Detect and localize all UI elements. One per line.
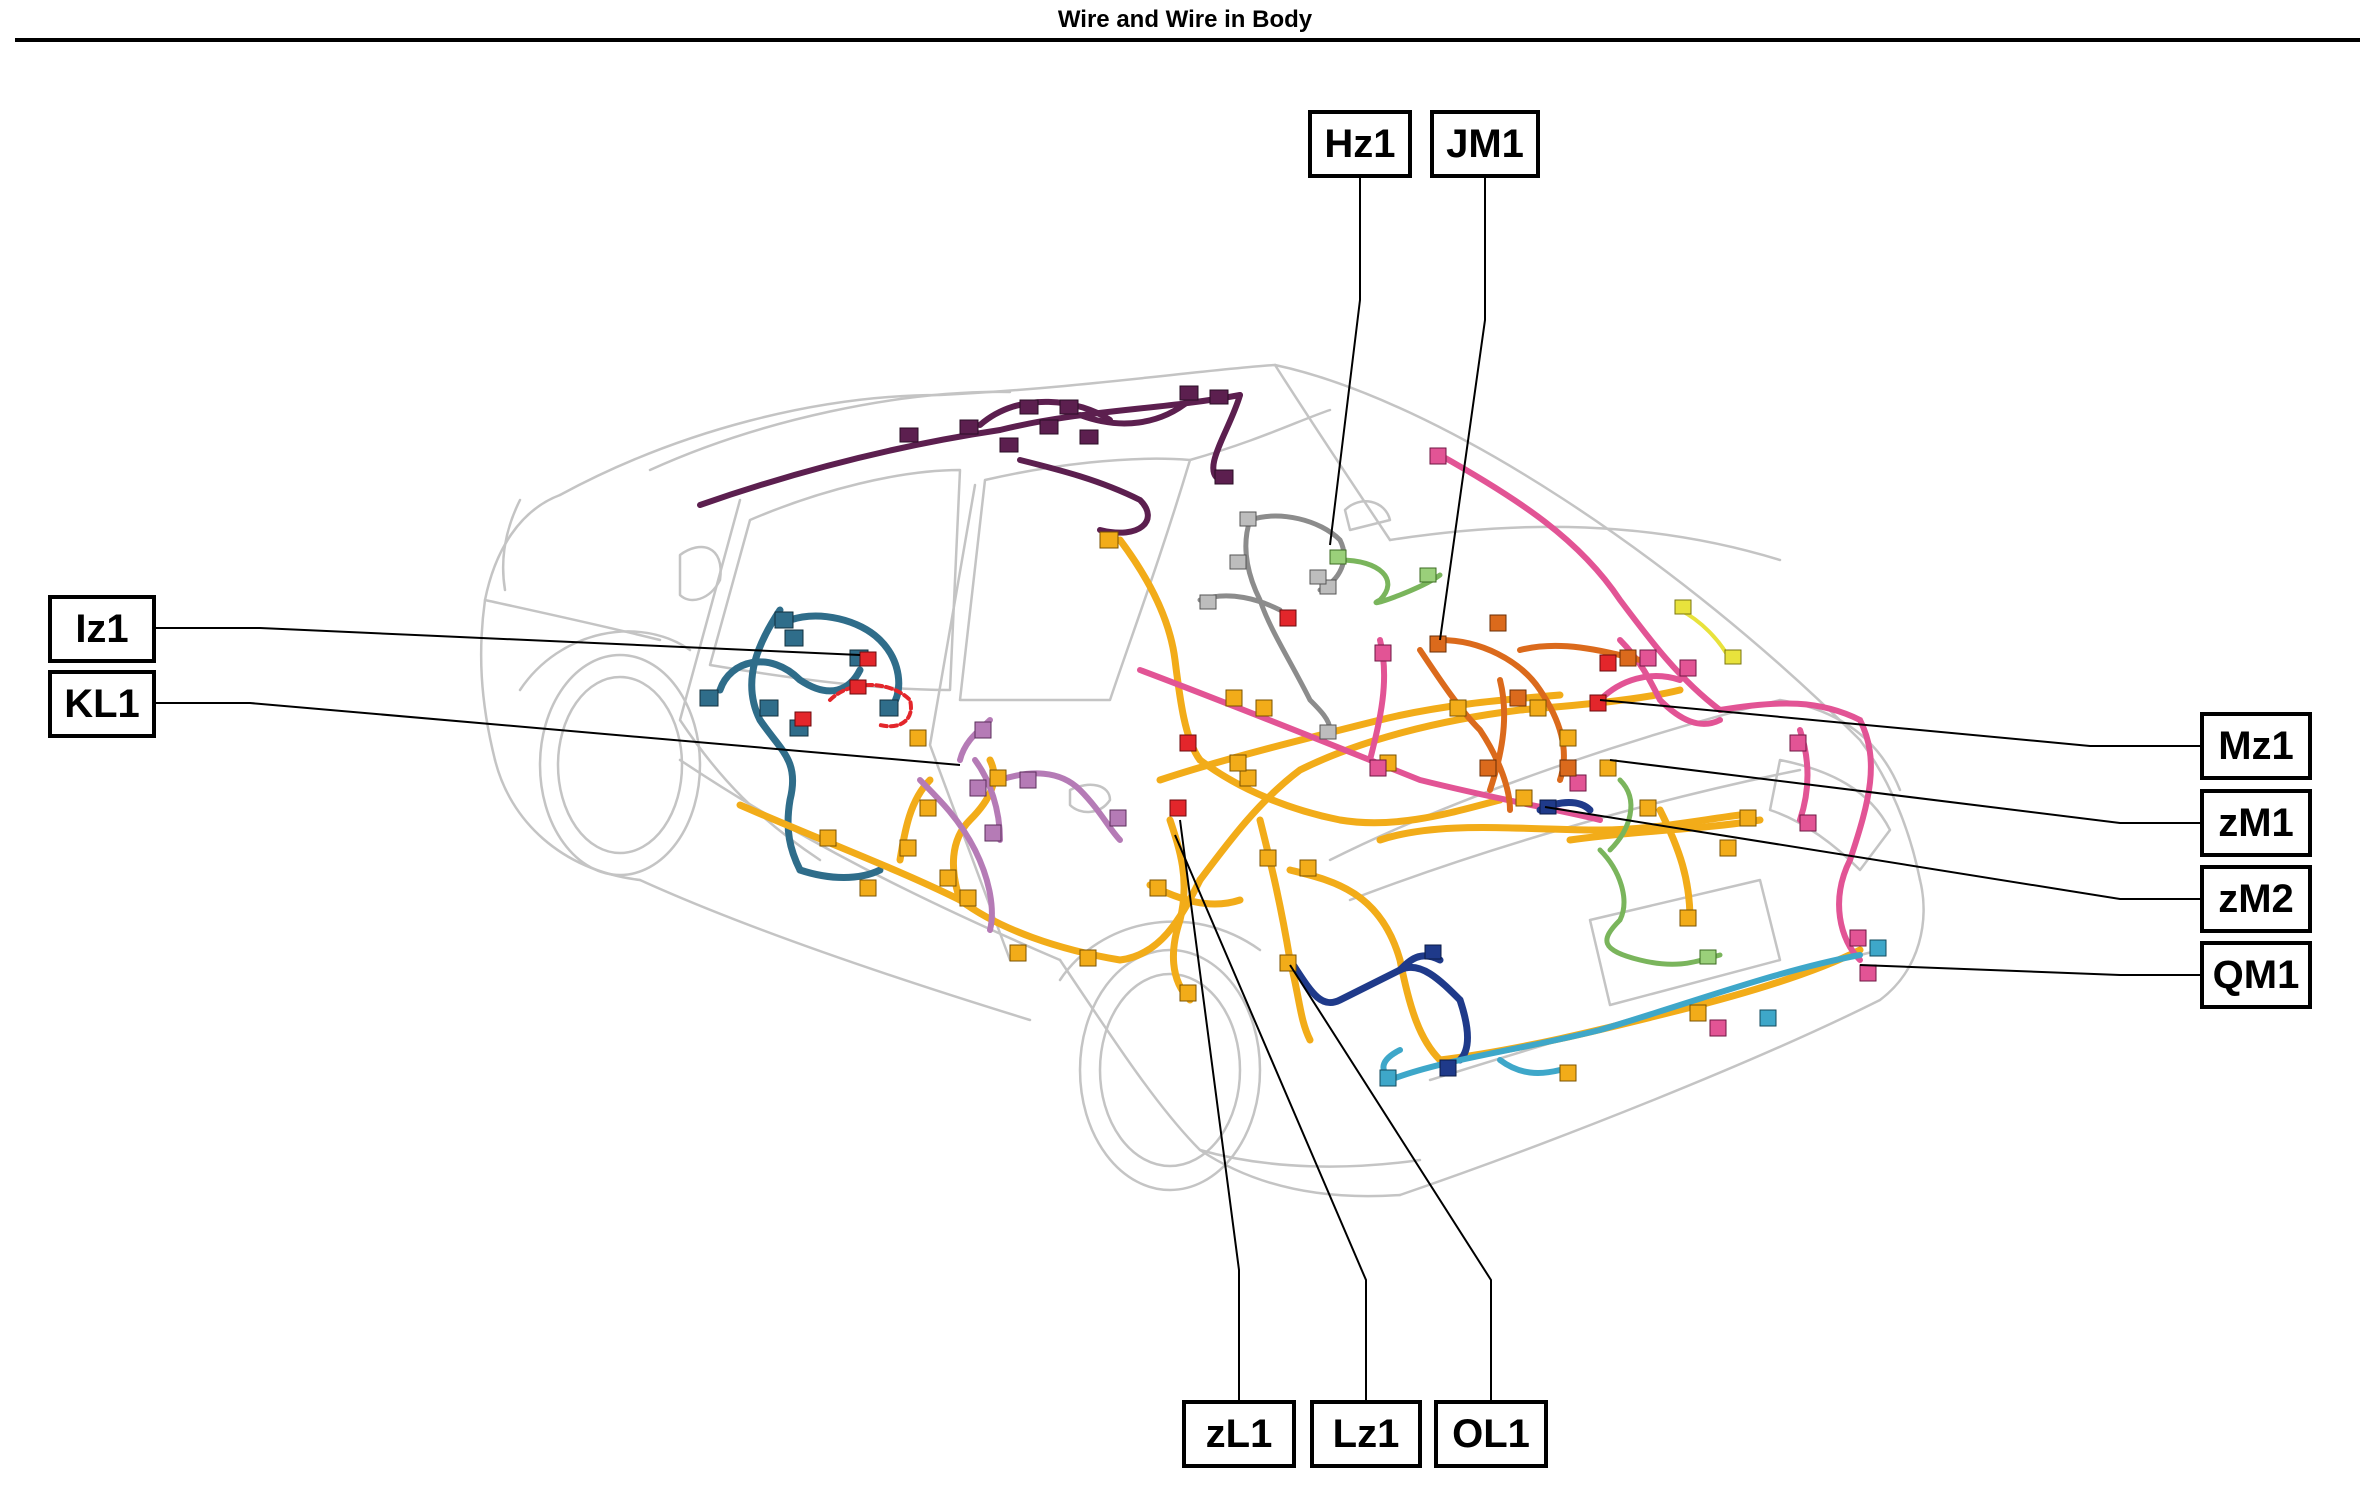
callout-zl1: zL1 xyxy=(1182,1400,1296,1468)
connectors-lime xyxy=(1674,599,1742,665)
callout-kl1: KL1 xyxy=(48,670,156,738)
connectors-pink xyxy=(1369,447,1877,1037)
harness-navy xyxy=(1286,799,1594,1064)
callout-ol1: OL1 xyxy=(1434,1400,1548,1468)
leader-line-jm1 xyxy=(1439,176,1486,641)
leader-line-zm2 xyxy=(1544,806,2200,900)
leader-line-lz1 xyxy=(1174,834,1367,1400)
connectors-orange xyxy=(1429,614,1637,777)
leader-line-ol1 xyxy=(1289,964,1492,1400)
leader-line-mz1 xyxy=(1599,699,2200,747)
connectors-purple xyxy=(899,385,1234,485)
connectors-green xyxy=(1329,549,1717,965)
connectors-navy xyxy=(1424,799,1557,1077)
callout-zm2: zM2 xyxy=(2200,865,2312,933)
callout-hz1: Hz1 xyxy=(1308,110,1412,178)
leader-line-qm1 xyxy=(1859,964,2200,976)
callout-lz1: Lz1 xyxy=(1310,1400,1422,1468)
callout-zm1: zM1 xyxy=(2200,789,2312,857)
harness-lime xyxy=(1678,608,1732,662)
harness-front-teal xyxy=(716,606,903,881)
connectors-lavender xyxy=(969,721,1127,842)
leader-lines xyxy=(155,176,2200,1400)
leader-line-hz1 xyxy=(1329,176,1361,546)
callout-jm1: JM1 xyxy=(1430,110,1540,178)
harness-front-red xyxy=(828,683,913,729)
connectors-red xyxy=(794,609,1617,817)
callout-iz1: Iz1 xyxy=(48,595,156,663)
leader-line-iz1 xyxy=(155,627,861,656)
callout-qm1: QM1 xyxy=(2200,941,2312,1009)
title-rule xyxy=(15,38,2360,42)
leader-line-zl1 xyxy=(1179,819,1240,1400)
connectors-cyan xyxy=(1379,939,1887,1087)
connectors-teal xyxy=(699,611,899,737)
harness-green xyxy=(1337,557,1723,967)
harness-roof xyxy=(697,392,1243,536)
harness-gray xyxy=(1197,513,1347,733)
leader-line-zm1 xyxy=(1609,759,2200,824)
connectors-gray xyxy=(1199,511,1337,740)
car-body-outline xyxy=(479,363,1925,1198)
callout-mz1: Mz1 xyxy=(2200,712,2312,780)
page-title: Wire and Wire in Body xyxy=(1057,6,1313,33)
leader-line-kl1 xyxy=(155,702,961,766)
